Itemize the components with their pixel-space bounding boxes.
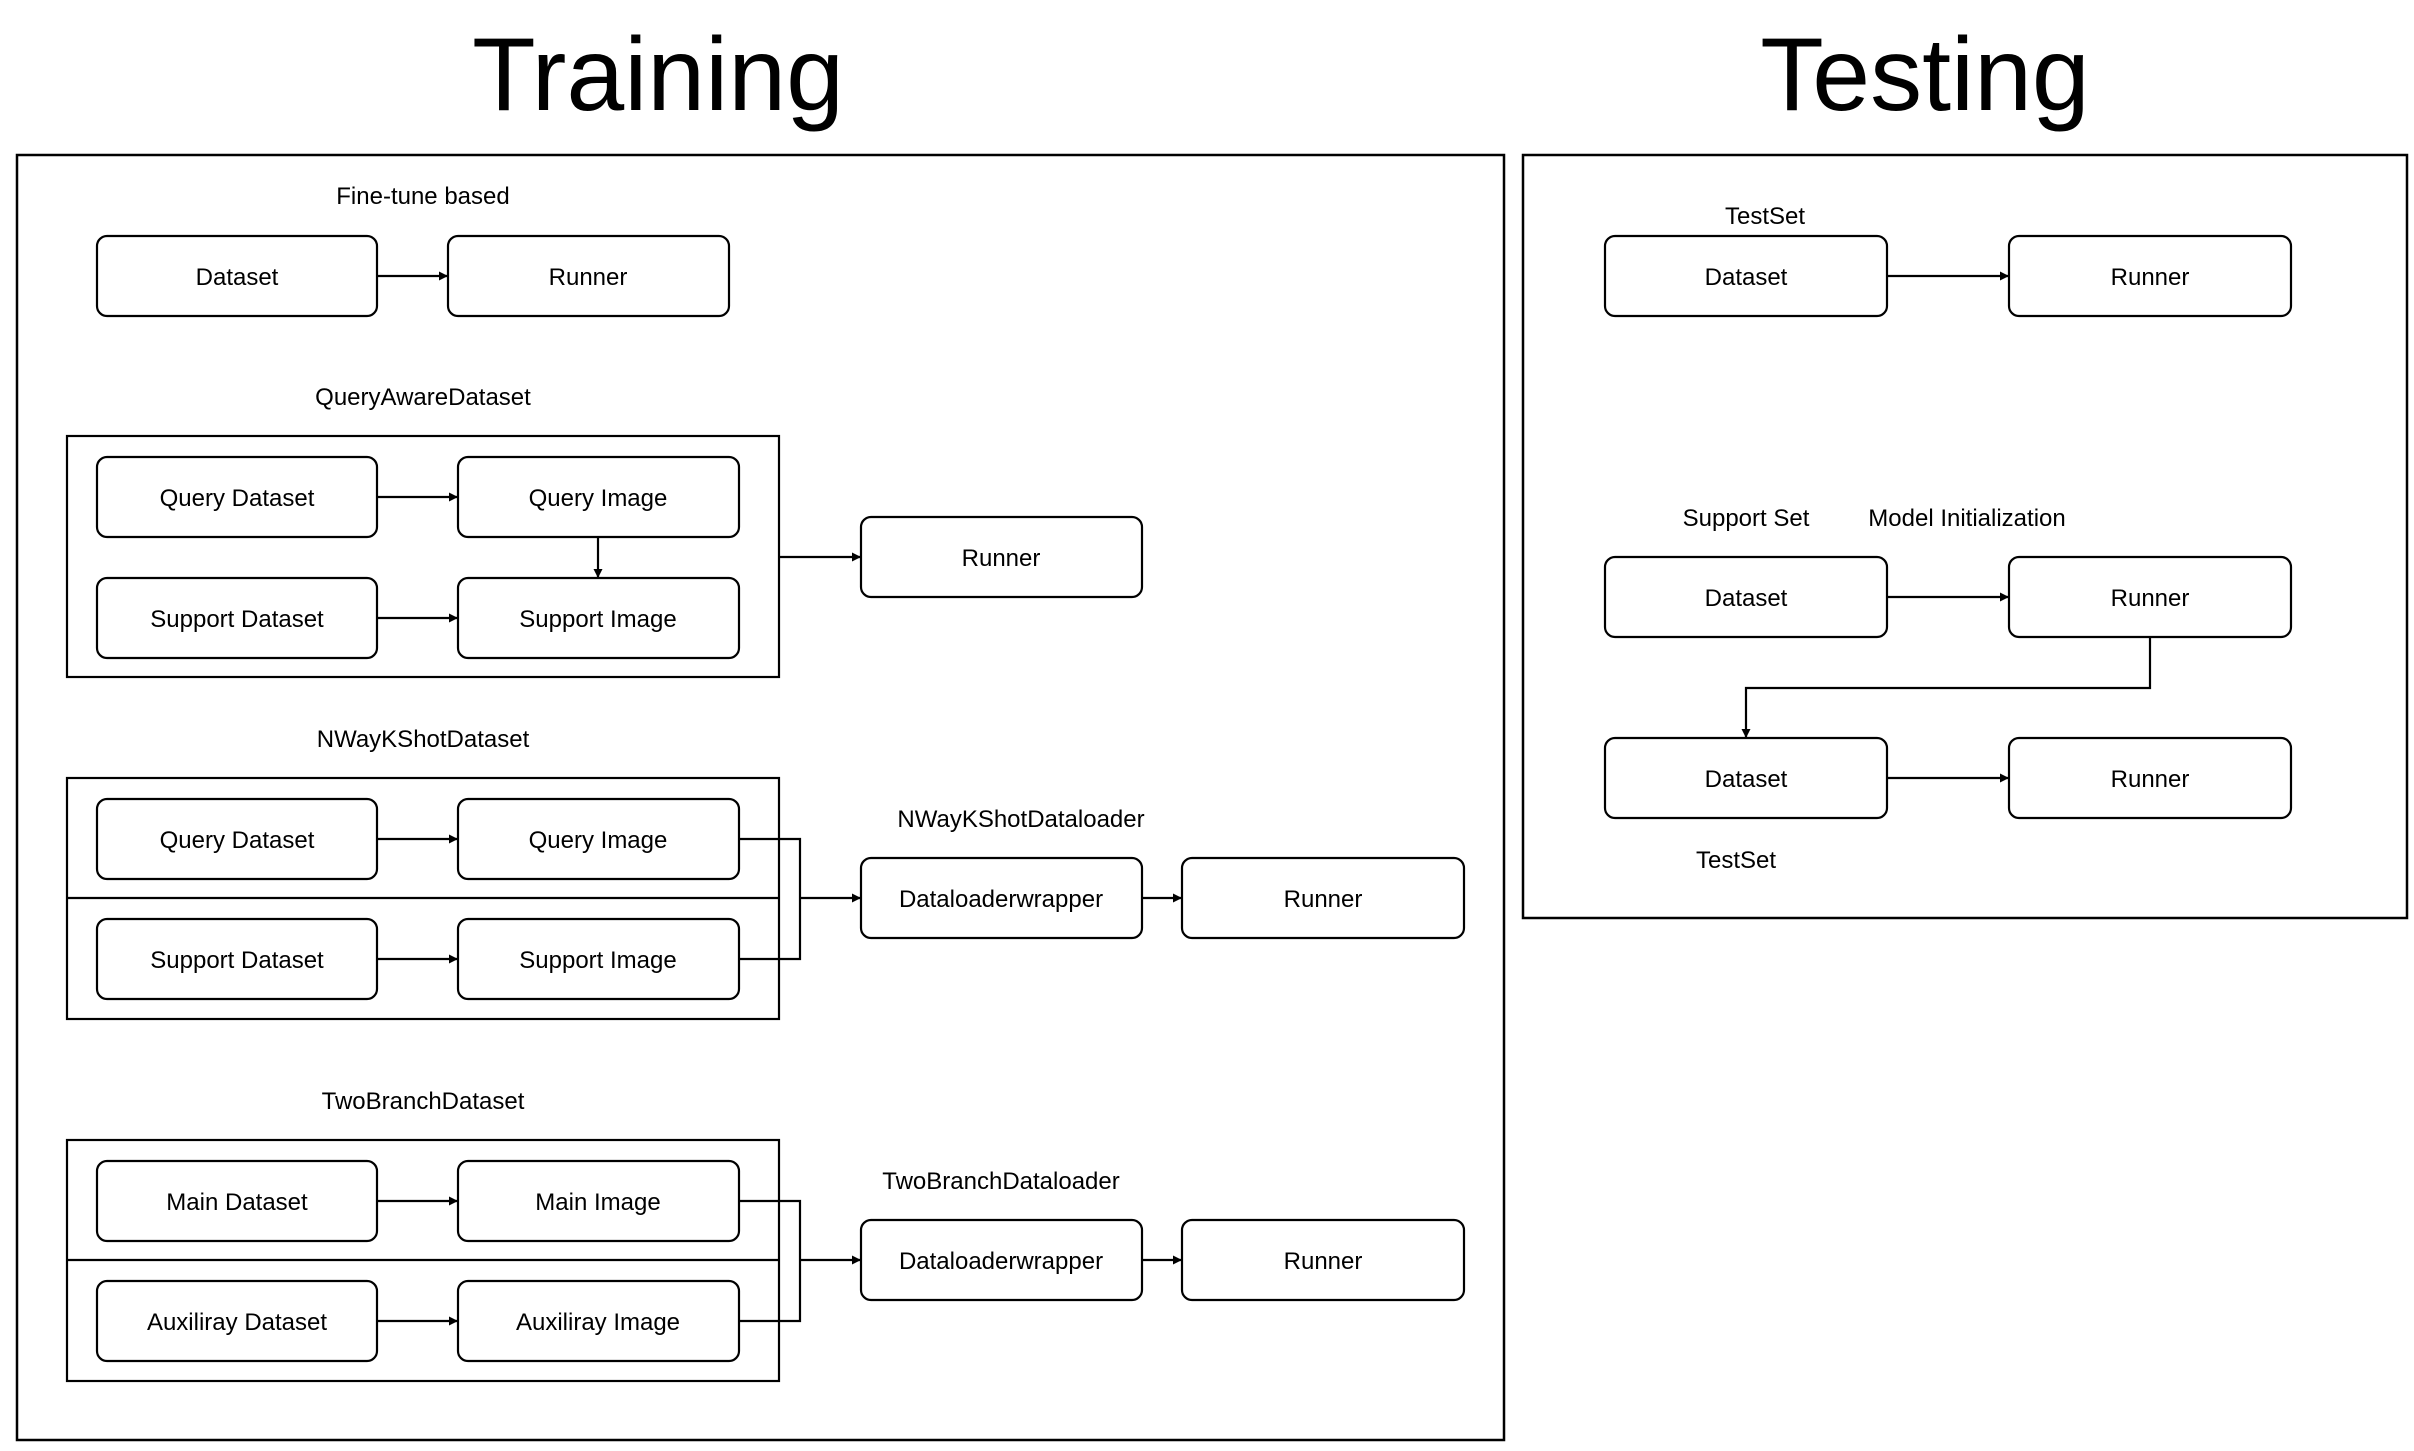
test-top-runner-box: Runner xyxy=(2007,234,2293,318)
tb-aux-dataset-text: Auxiliray Dataset xyxy=(147,1309,327,1336)
tb-wrapper-text: Dataloaderwrapper xyxy=(899,1248,1103,1275)
tb-aux-image-box: Auxiliray Image xyxy=(456,1279,741,1363)
test-bottom-dataset-box: Dataset xyxy=(1603,736,1889,820)
tb-main-dataset-text: Main Dataset xyxy=(166,1189,308,1216)
finetune-dataset-box: Dataset xyxy=(95,234,379,318)
qa-support-image-text: Support Image xyxy=(519,606,676,633)
testing-panel xyxy=(1521,153,2409,920)
tb-wrapper-box: Dataloaderwrapper xyxy=(859,1218,1144,1302)
support-set-label: Support Set xyxy=(1683,505,1810,532)
twobranch-loader-label: TwoBranchDataloader xyxy=(882,1168,1119,1195)
testing-heading: Testing xyxy=(1760,17,2090,133)
nway-support-dataset-box: Support Dataset xyxy=(95,917,379,1001)
finetune-runner-text: Runner xyxy=(549,264,628,291)
tb-aux-image-text: Auxiliray Image xyxy=(516,1309,680,1336)
nway-query-dataset-box: Query Dataset xyxy=(95,797,379,881)
tb-aux-dataset-box: Auxiliray Dataset xyxy=(95,1279,379,1363)
testset-top-label: TestSet xyxy=(1725,203,1805,230)
nway-loader-label: NWayKShotDataloader xyxy=(897,806,1144,833)
test-bottom-runner-text: Runner xyxy=(2111,766,2190,793)
test-bottom-dataset-text: Dataset xyxy=(1705,766,1788,793)
tb-runner-box: Runner xyxy=(1180,1218,1466,1302)
nway-label: NWayKShotDataset xyxy=(317,726,530,753)
qa-support-image-box: Support Image xyxy=(456,576,741,660)
nway-runner-text: Runner xyxy=(1284,886,1363,913)
test-support-runner-text: Runner xyxy=(2111,585,2190,612)
tb-main-image-box: Main Image xyxy=(456,1159,741,1243)
test-support-dataset-text: Dataset xyxy=(1705,585,1788,612)
finetune-runner-box: Runner xyxy=(446,234,731,318)
nway-query-dataset-text: Query Dataset xyxy=(160,827,315,854)
qa-support-dataset-box: Support Dataset xyxy=(95,576,379,660)
tb-main-image-text: Main Image xyxy=(535,1189,660,1216)
twobranch-label: TwoBranchDataset xyxy=(322,1088,525,1115)
finetune-dataset-text: Dataset xyxy=(196,264,279,291)
nway-query-image-box: Query Image xyxy=(456,797,741,881)
nway-support-image-text: Support Image xyxy=(519,947,676,974)
finetune-label: Fine-tune based xyxy=(336,183,509,210)
query-aware-label: QueryAwareDataset xyxy=(315,384,531,411)
nway-wrapper-box: Dataloaderwrapper xyxy=(859,856,1144,940)
tb-main-dataset-box: Main Dataset xyxy=(95,1159,379,1243)
nway-support-image-box: Support Image xyxy=(456,917,741,1001)
test-top-dataset-text: Dataset xyxy=(1705,264,1788,291)
tb-runner-text: Runner xyxy=(1284,1248,1363,1275)
nway-wrapper-text: Dataloaderwrapper xyxy=(899,886,1103,913)
testset-bottom-label: TestSet xyxy=(1696,847,1776,874)
test-top-dataset-box: Dataset xyxy=(1603,234,1889,318)
training-panel xyxy=(15,153,1506,1442)
model-init-label: Model Initialization xyxy=(1868,505,2065,532)
nway-support-dataset-text: Support Dataset xyxy=(150,947,324,974)
nway-runner-box: Runner xyxy=(1180,856,1466,940)
test-top-runner-text: Runner xyxy=(2111,264,2190,291)
test-init-elbow-arrow xyxy=(1741,637,2152,738)
qa-runner-box: Runner xyxy=(859,515,1144,599)
qa-query-image-box: Query Image xyxy=(456,455,741,539)
qa-runner-text: Runner xyxy=(962,545,1041,572)
qa-support-dataset-text: Support Dataset xyxy=(150,606,324,633)
test-bottom-runner-box: Runner xyxy=(2007,736,2293,820)
training-heading: Training xyxy=(472,17,844,133)
test-support-runner-box: Runner xyxy=(2007,555,2293,639)
qa-query-dataset-box: Query Dataset xyxy=(95,455,379,539)
qa-query-image-text: Query Image xyxy=(529,485,668,512)
nway-query-image-text: Query Image xyxy=(529,827,668,854)
test-support-dataset-box: Dataset xyxy=(1603,555,1889,639)
qa-query-dataset-text: Query Dataset xyxy=(160,485,315,512)
